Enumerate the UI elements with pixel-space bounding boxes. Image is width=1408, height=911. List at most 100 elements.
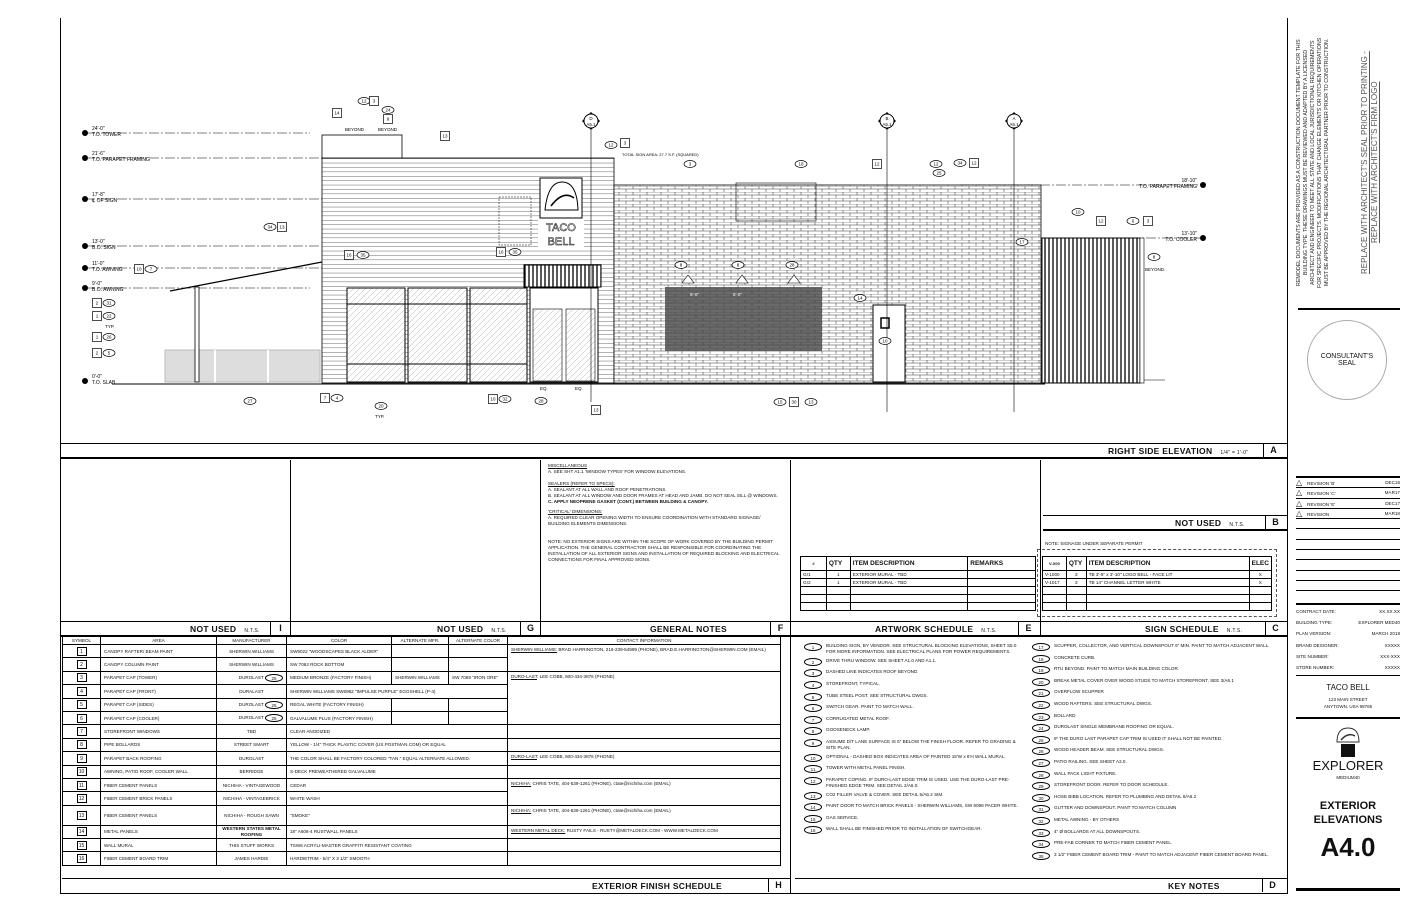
note: C. APPLY NEOPRENE GASKET (CONT.) BETWEEN… — [548, 499, 709, 504]
table-cell — [1065, 586, 1087, 595]
color-cell: TSW6 ACRYLI-MASTER GRAFFITI RESISTANT CO… — [286, 838, 508, 853]
revision-triangle-icon: △ — [1296, 478, 1303, 488]
contact-details: CHRIS TATE, 404-539-1261 (PHONE), ctate@… — [531, 780, 671, 786]
column-header: AREA — [100, 636, 217, 645]
key-note: 4 STOREFRONT, TYPICAL. — [804, 680, 1024, 689]
keynote-callout: 14 — [853, 294, 867, 302]
callout-number: 3 — [373, 99, 376, 104]
area-cell: METAL PANELS — [100, 824, 217, 840]
sign-letters-taco: TACO — [546, 222, 576, 234]
manufacturer-cell: WESTERN STATES METAL ROOFING — [216, 824, 287, 840]
keynote-text: BREAK METAL COVER OVER WOOD STUDS TO MAT… — [1054, 677, 1234, 683]
sheet-title-line1: EXTERIOR — [1319, 800, 1377, 812]
callout-number: 26 — [106, 335, 112, 340]
symbol-cell: 11 — [62, 777, 101, 793]
column-header: ALTERNATE MFR. — [391, 636, 449, 645]
note: A. SEALANT AT ALL WALL AND ROOF PENETRAT… — [548, 487, 667, 492]
finish-callout: 1 — [92, 332, 102, 342]
divider — [1296, 888, 1400, 891]
table-cell — [800, 602, 827, 611]
elevation-title-line — [60, 443, 1287, 444]
section-id: D — [589, 116, 593, 121]
finish-symbol: 9 — [76, 753, 87, 763]
keynote-number: 8 — [804, 727, 822, 736]
key-notes-title: KEY NOTES — [1168, 881, 1220, 891]
callout-number: 13 — [279, 225, 285, 230]
keynote-text: DASHED LINE INDICATES ROOF BEYOND. — [826, 669, 919, 675]
finish-callout: 2 — [92, 298, 102, 308]
contact-cell: DURO-LAST: LEE COBB, 800-434-3876 (PHONE… — [507, 751, 781, 766]
revision-row-empty — [1296, 550, 1400, 561]
column-header: ITEM DESCRIPTION — [1085, 556, 1250, 571]
info-label: SITE NUMBER: — [1296, 653, 1329, 659]
typ-label: TYP. — [105, 324, 114, 329]
keynote-number: 23 — [1032, 712, 1050, 721]
sign-letters-bell: BELL — [548, 236, 575, 248]
alt-mfr-cell — [391, 657, 449, 672]
finish-callout: 3 — [620, 138, 630, 148]
table-cell — [967, 586, 1036, 595]
keynote-text: STOREFRONT, TYPICAL. — [826, 680, 880, 686]
contact-cell — [507, 764, 781, 779]
keynote-number: 16 — [804, 826, 822, 835]
divider — [1296, 603, 1400, 605]
table-cell — [849, 594, 969, 603]
table-cell: 1 — [825, 570, 851, 579]
keynote-text: WOOD RAFTERS. SEE STRUCTURAL DWGS. — [1054, 700, 1153, 706]
table-row — [800, 594, 1036, 603]
info-value: XXXXX — [1384, 642, 1400, 648]
keynote-number: 14 — [804, 803, 822, 812]
info-label: BUILDING TYPE: — [1296, 620, 1333, 626]
keynote-number: 32 — [1032, 816, 1050, 825]
level-elev: 11'-0" — [92, 261, 105, 267]
symbol-cell: 15 — [62, 838, 101, 853]
info-value: XX.XX.XX — [1379, 609, 1400, 615]
keynote-text: RTU BEYOND. PAINT TO MATCH MAIN BUILDING… — [1054, 666, 1180, 672]
brand-name: TACO BELL — [1326, 683, 1370, 692]
table-row — [1042, 586, 1273, 595]
level-elev: 21'-6" — [92, 151, 105, 157]
section-sheet: A5.1 — [882, 122, 892, 127]
callout-number: 13 — [593, 408, 599, 413]
color-cell: SW9022 "WOODSCAPES BLACK ALDER" — [286, 643, 392, 659]
keynote-text: 4" Ø BOLLARDS AT ALL DOWNSPOUTS. — [1054, 828, 1141, 834]
color-cell: SHERWIN WILLIAMS SW6982 "IMPULSE PURPLE"… — [286, 684, 508, 699]
manufacturer-cell: DUROLAST 25 — [216, 670, 287, 686]
sheet-border-left — [60, 18, 61, 894]
info-value: XXX-XXX — [1380, 653, 1400, 659]
keynote-number: 5 — [804, 692, 822, 701]
info-label: PLAN VERSION: — [1296, 631, 1332, 637]
disclaimer-block: REMODEL DOCUMENTS ARE PROVIDED AS A CONS… — [1290, 35, 1405, 295]
callout-number: 10 — [136, 267, 142, 272]
keynote-callout: 8 — [1147, 253, 1161, 261]
table-cell — [1065, 602, 1087, 611]
symbol-cell: 10 — [62, 764, 101, 779]
keynote-number: 4 — [804, 680, 822, 689]
keynote-text: CO2 FILLER VALVE & COVER. SEE DETAIL 5/A… — [826, 791, 944, 797]
address-line-2: ANYTOWN, USA 98765 — [1323, 704, 1373, 709]
callout-number: 1 — [96, 314, 99, 319]
manufacturer-cell: THIS STUFF WORKS — [216, 838, 287, 853]
keynote-callout: 35 — [508, 248, 522, 256]
keynote-number: 15 — [804, 814, 822, 823]
notes-heading: MISCELLANEOUS — [548, 463, 588, 468]
finish-symbol: 7 — [76, 727, 87, 737]
divider — [790, 460, 791, 893]
contact-cell: SHERWIN WILLIAMS: BRAD HARRINGTON, 216-2… — [507, 644, 781, 672]
note: NOTE: NO EXTERIOR SIGNS ARE WITHIN THE S… — [548, 539, 780, 562]
keynote-text: OPTIONAL - DASHED BOX INDICATES AREA OF … — [826, 753, 1006, 759]
contact-company: WESTERN METAL DECK: — [511, 827, 566, 833]
keynote-text: STOREFRONT DOOR. REFER TO DOOR SCHEDULE. — [1054, 782, 1169, 788]
